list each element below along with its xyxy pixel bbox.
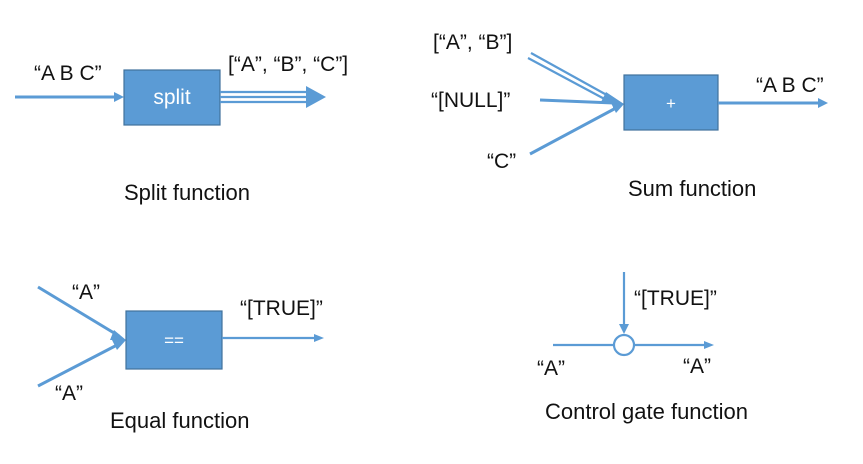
- equal-input-top-line: [37, 285, 120, 338]
- split-caption: Split function: [124, 180, 250, 205]
- split-function-diagram: “A B C” split [“A”, “B”, “C”] Split func…: [15, 53, 348, 205]
- split-output-label: [“A”, “B”, “C”]: [228, 53, 348, 76]
- equal-function-diagram: “A” “A” == “[TRUE]” Equal function: [37, 281, 324, 433]
- equal-input-bottom-line: [37, 342, 120, 388]
- sum-function-diagram: [“A”, “B”] “[NULL]” “C” + “A B C” Sum fu…: [431, 31, 828, 201]
- sum-input-null-line: [539, 98, 615, 105]
- gate-output-arrowhead: [704, 341, 714, 349]
- sum-caption: Sum function: [628, 176, 756, 201]
- sum-input-list-line-1: [530, 52, 615, 100]
- gate-control-arrowhead: [619, 324, 629, 334]
- equal-input-bottom-label: “A”: [55, 382, 83, 405]
- gate-input-label: “A”: [537, 357, 565, 380]
- split-input-arrowhead: [114, 92, 124, 102]
- sum-box: [623, 74, 719, 131]
- gate-output-label: “A”: [683, 355, 711, 378]
- sum-input-list-label: [“A”, “B”]: [433, 31, 512, 54]
- gate-caption: Control gate function: [545, 399, 748, 424]
- gate-node: [612, 333, 636, 357]
- split-box-label: split: [153, 86, 191, 109]
- equal-box-label: ==: [164, 331, 184, 350]
- split-output-arrowhead: [306, 86, 326, 108]
- equal-caption: Equal function: [110, 408, 249, 433]
- sum-output-arrowhead: [818, 98, 828, 108]
- equal-output-label: “[TRUE]”: [240, 297, 323, 320]
- gate-function-diagram: “[TRUE]” “A” “A” Control gate function: [537, 272, 748, 424]
- sum-output-label: “A B C”: [756, 74, 824, 97]
- sum-input-c-arrowhead: [611, 103, 624, 113]
- equal-output-arrowhead: [314, 334, 324, 342]
- equal-input-top-label: “A”: [72, 281, 100, 304]
- gate-control-label: “[TRUE]”: [634, 287, 717, 310]
- sum-input-list-line-2: [527, 57, 613, 104]
- equal-input-bottom-arrowhead: [112, 340, 126, 350]
- sum-input-null-label: “[NULL]”: [431, 89, 510, 112]
- sum-box-label: +: [666, 94, 676, 113]
- equal-box: [125, 310, 223, 370]
- sum-input-c-line: [529, 106, 617, 156]
- split-input-label: “A B C”: [34, 62, 102, 85]
- equal-input-top-arrowhead: [110, 330, 126, 340]
- sum-input-c-label: “C”: [487, 150, 516, 173]
